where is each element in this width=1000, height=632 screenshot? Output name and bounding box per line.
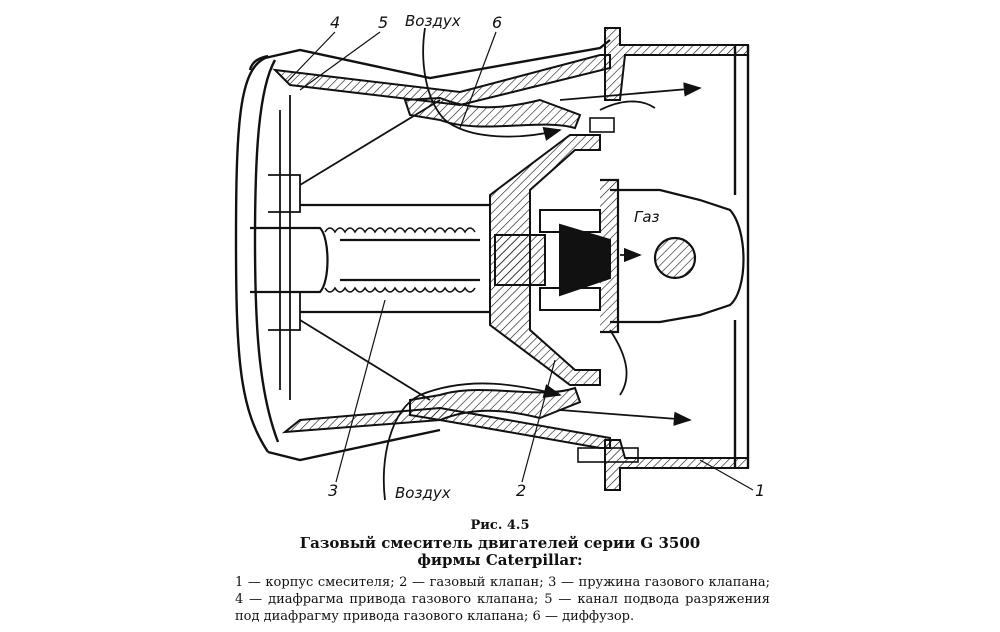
callout-6: 6 (492, 13, 502, 32)
mixer-outer-body (234, 39, 611, 462)
diaphragm (268, 95, 441, 401)
air-inlet-top-label: Воздух (405, 12, 461, 30)
figure-legend: 1 — корпус смесителя; 2 — газовый клапан… (235, 575, 770, 624)
flow-arrows (382, 27, 702, 501)
gas-inlet-chamber (600, 178, 745, 334)
flange-bolts (577, 117, 639, 463)
figure-title-line-1: Газовый смеситель двигателей серии G 350… (299, 534, 701, 552)
callout-3: 3 (328, 481, 338, 500)
gas-mixer-drawing: Воздух Воздух Газ 1 2 3 4 5 6 (234, 12, 765, 502)
callout-5: 5 (378, 13, 388, 32)
figure-caption: Рис. 4.5 Газовый смеситель двигателей се… (0, 512, 1000, 569)
callout-1: 1 (755, 481, 765, 500)
valve-spring (324, 227, 476, 293)
leader-lines (286, 31, 754, 491)
figure-title-line-2: фирмы Caterpillar: (417, 551, 583, 569)
figure-title: Газовый смеситель двигателей серии G 350… (0, 535, 1000, 569)
gas-valve (489, 134, 611, 386)
mixer-housing-cylinder (733, 45, 750, 468)
callout-4: 4 (330, 13, 340, 32)
figure-number: Рис. 4.5 (470, 518, 530, 533)
gas-inlet-label: Газ (634, 208, 660, 226)
valve-stem (250, 203, 490, 314)
air-inlet-bottom-label: Воздух (395, 484, 451, 502)
diffuser (403, 96, 582, 422)
callout-2: 2 (516, 481, 526, 500)
